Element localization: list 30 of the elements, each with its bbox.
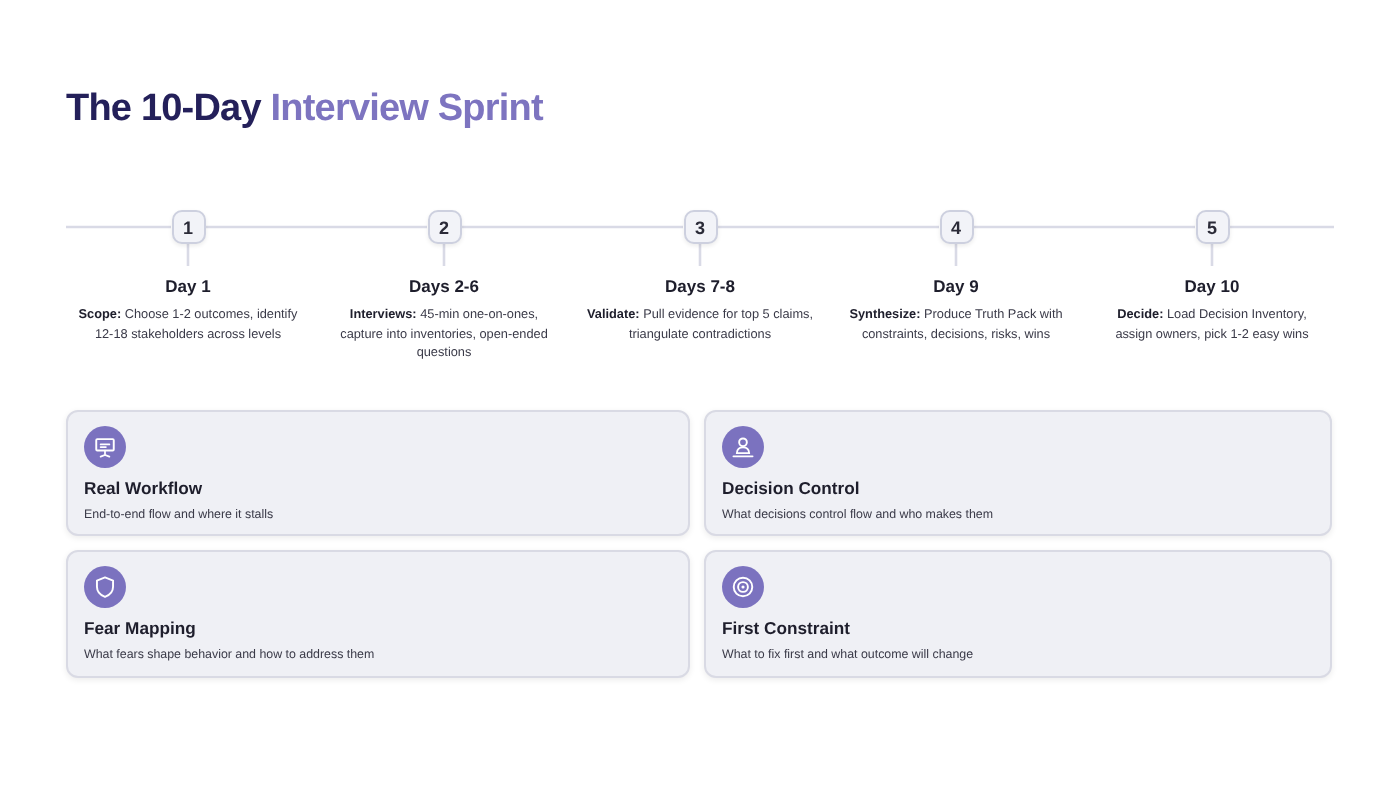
diagram-title: The 10-Day Interview Sprint (66, 88, 543, 132)
step-number: 4 (939, 210, 973, 244)
card-title: Fear Mapping (84, 618, 196, 638)
step-number: 5 (1195, 210, 1229, 244)
timeline-line (66, 225, 171, 229)
feature-card (66, 410, 690, 536)
step-heading: Day 1 (165, 276, 211, 296)
connector-line (186, 244, 190, 266)
timeline-line (1229, 225, 1334, 229)
step-number: 1 (171, 210, 205, 244)
timeline-line (973, 225, 1195, 229)
connector-line (1210, 244, 1214, 266)
step-heading: Day 10 (1184, 276, 1240, 296)
step-heading: Day 9 (933, 276, 979, 296)
feature-card (704, 410, 1332, 536)
step-number: 2 (427, 210, 461, 244)
card-title: Real Workflow (84, 478, 203, 498)
feature-card (704, 550, 1332, 678)
connector-line (442, 244, 446, 266)
step-heading: Days 2-6 (409, 276, 479, 296)
feature-card (66, 550, 690, 678)
timeline-line (461, 225, 683, 229)
card-title: First Constraint (722, 618, 850, 638)
timeline-line (717, 225, 939, 229)
connector-line (698, 244, 702, 266)
step-number: 3 (683, 210, 717, 244)
step-heading: Days 7-8 (665, 276, 735, 296)
timeline-line (205, 225, 427, 229)
card-title: Decision Control (722, 478, 860, 498)
connector-line (954, 244, 958, 266)
